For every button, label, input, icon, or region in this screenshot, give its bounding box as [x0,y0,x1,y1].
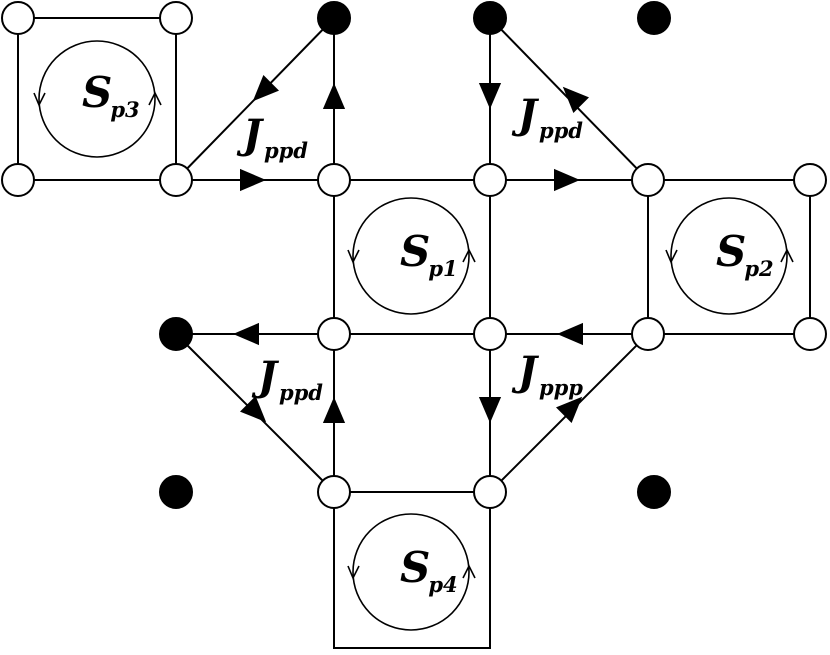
arrowhead-down [478,83,502,109]
coupling-label-lower-left: Jppd [251,353,323,405]
loop-arrow-down-p2 [665,249,678,264]
open-circle-site [317,475,351,509]
open-circle-site [317,163,351,197]
arrowhead-right [240,168,266,192]
lattice-nodes [1,1,827,509]
plaquette-label-p3: Sp3 [82,68,140,122]
open-circle-site [793,317,827,351]
loop-arrow-up-p1 [462,248,476,263]
loop-circle-p2 [670,197,788,315]
arrowhead-down [478,397,502,423]
arrowhead-right [554,168,580,192]
filled-circle-site [159,317,193,351]
loop-circle-p1 [352,197,470,315]
loop-circle-p4 [352,513,470,631]
filled-circle-site [637,475,671,509]
coupling-label-upper-left: Jppd [236,111,308,163]
loop-arrow-up-p2 [780,248,794,263]
arrowhead-up-right [556,396,583,423]
open-circle-site [317,317,351,351]
open-circle-site [1,1,35,35]
arrowhead-down-left [252,75,279,102]
coupling-arrows [233,75,589,423]
arrowhead-up [322,397,346,423]
open-circle-site [159,1,193,35]
open-circle-site [793,163,827,197]
open-circle-site [1,163,35,197]
filled-circle-site [637,1,671,35]
loop-arrow-down-p3 [33,92,46,107]
loop-circle-p3 [38,40,156,158]
loop-arrow-down-p4 [347,565,360,580]
open-circle-site [631,317,665,351]
open-circle-site [631,163,665,197]
arrowhead-up [322,83,346,109]
filled-circle-site [317,1,351,35]
plaquette-label-p4: Sp4 [400,543,458,597]
coupling-label-lower-right: Jppp [511,348,583,400]
arrowhead-left [233,322,259,346]
loop-arrow-up-p4 [462,564,476,579]
plaquette-label-p2: Sp2 [716,227,774,281]
open-circle-site [473,475,507,509]
loop-arrow-down-p1 [347,249,360,264]
filled-circle-site [473,1,507,35]
open-circle-site [159,163,193,197]
arrowhead-left [557,322,583,346]
loop-arrow-up-p3 [148,91,162,106]
arrowhead-down-right [240,396,267,423]
plaquette-box-p4 [333,491,491,649]
filled-circle-site [159,475,193,509]
open-circle-site [473,317,507,351]
plaquette-label-p1: Sp1 [400,227,458,281]
open-circle-site [473,163,507,197]
arrowhead-up-left [562,86,589,113]
plaquette-loops [33,40,794,631]
